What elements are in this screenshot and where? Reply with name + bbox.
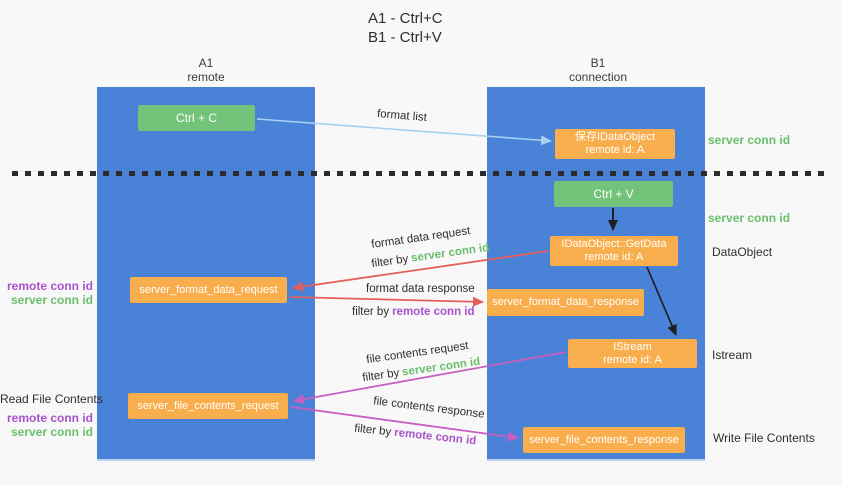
- arrow-format-data-response: [289, 296, 484, 307]
- node-server-file-contents-request: server_file_contents_request: [128, 393, 288, 419]
- node-ctrl-c: Ctrl + C: [138, 105, 255, 131]
- node-save-idataobject: 保存IDataObject remote id: A: [555, 129, 675, 159]
- filter-by-text: filter by: [370, 253, 410, 271]
- title-line-b1: B1 - Ctrl+V: [368, 29, 442, 46]
- lane-a1-subtitle: remote: [187, 70, 225, 84]
- node-file-response-label: server_file_contents_response: [529, 433, 679, 446]
- node-getdata-subtitle: remote id: A: [584, 251, 644, 263]
- lane-header-b1: B1 connection: [528, 56, 668, 84]
- left-server-conn-id-2: server conn id: [10, 425, 93, 439]
- remote-conn-id-token: remote conn id: [393, 426, 477, 448]
- filter-by-text: filter by: [352, 306, 390, 318]
- left-server-conn-id-1: server conn id: [10, 293, 93, 307]
- left-read-file-contents-label: Read File Contents: [0, 392, 103, 406]
- node-save-idataobject-subtitle: remote id: A: [585, 144, 645, 156]
- node-server-format-data-request: server_format_data_request: [130, 277, 287, 303]
- node-server-file-contents-response: server_file_contents_response: [523, 427, 685, 453]
- node-getdata-title: IDataObject::GetData: [561, 238, 667, 250]
- lane-a1-name: A1: [198, 56, 214, 70]
- node-ctrl-v-label: Ctrl + V: [593, 186, 634, 201]
- node-save-idataobject-title: 保存IDataObject: [574, 131, 656, 143]
- right-server-conn-id-1: server conn id: [708, 133, 791, 147]
- left-remote-conn-id-2: remote conn id: [6, 411, 93, 425]
- node-istream-title: IStream: [613, 340, 652, 353]
- node-ctrl-v: Ctrl + V: [554, 181, 673, 207]
- filter-by-text: filter by: [353, 422, 392, 439]
- node-format-response-label: server_format_data_response: [492, 296, 639, 308]
- node-server-format-data-response: server_format_data_response: [487, 289, 644, 316]
- right-server-conn-id-2: server conn id: [708, 211, 791, 225]
- right-dataobject-label: DataObject: [712, 245, 773, 259]
- diagram-title: A1 - Ctrl+C B1 - Ctrl+V: [368, 9, 443, 47]
- lane-b1-name: B1: [590, 56, 606, 70]
- node-format-request-label: server_format_data_request: [139, 283, 278, 296]
- remote-conn-id-token: remote conn id: [392, 306, 475, 318]
- node-istream-subtitle: remote id: A: [603, 353, 662, 366]
- filter-by-text: filter by: [361, 367, 401, 385]
- node-ctrl-c-label: Ctrl + C: [175, 110, 217, 125]
- lane-b1-subtitle: connection: [568, 70, 628, 84]
- left-remote-conn-id-1: remote conn id: [6, 279, 93, 293]
- right-write-file-contents-label: Write File Contents: [713, 431, 815, 445]
- lane-header-a1: A1 remote: [136, 56, 276, 84]
- dotted-divider-line: [12, 171, 824, 176]
- node-istream: IStream remote id: A: [568, 339, 697, 368]
- node-file-request-label: server_file_contents_request: [137, 399, 279, 412]
- right-istream-label: Istream: [712, 348, 753, 362]
- title-line-a1: A1 - Ctrl+C: [368, 10, 443, 27]
- label-format-list: format list: [376, 108, 428, 124]
- node-idataobject-getdata: IDataObject::GetData remote id: A: [550, 236, 678, 266]
- label-format-data-response: format data response: [366, 283, 475, 295]
- label-file-contents-response: file contents response: [372, 395, 486, 421]
- server-conn-id-token: server conn id: [410, 241, 490, 265]
